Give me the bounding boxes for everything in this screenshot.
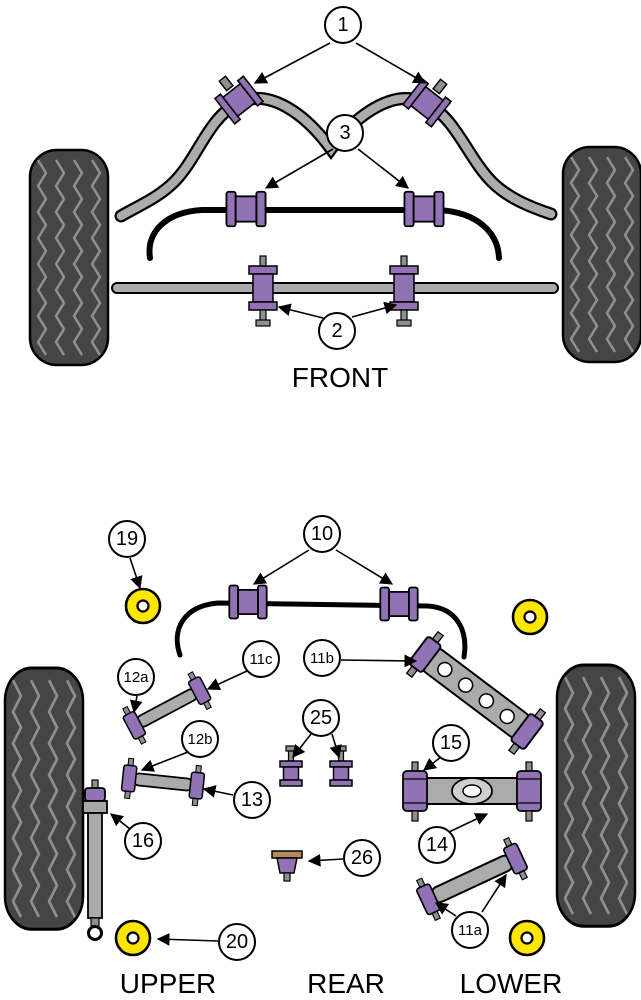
callout-10: 10 [303, 515, 341, 553]
front-endlink-left [248, 255, 278, 327]
callout-2: 2 [318, 312, 356, 350]
shock-absorber [82, 779, 108, 941]
rear-arb-bushing-right [379, 586, 419, 622]
callout-11a: 11a [451, 911, 489, 949]
callout-14: 14 [418, 826, 456, 864]
callout-20: 20 [218, 923, 256, 961]
front-lower-bar [146, 207, 502, 261]
callout-12b: 12b [181, 720, 219, 758]
small-bushing-25-right [329, 745, 353, 787]
front-endlink-right [389, 255, 419, 327]
callout-15: 15 [432, 724, 470, 762]
front-section-label: FRONT [291, 362, 389, 393]
rear-toe-arm-upper [118, 669, 216, 747]
callout-3: 3 [326, 114, 364, 152]
front-arb-bushing-right [401, 78, 453, 128]
callout-11c: 11c [242, 640, 280, 678]
yellow-bushing-lower-left [114, 919, 152, 957]
callout-11b: 11b [303, 639, 341, 677]
callout-16: 16 [124, 822, 162, 860]
front-bar-bushing-left [225, 190, 267, 228]
rear-right-tire [555, 663, 637, 928]
yellow-bushing-upper-right [511, 598, 549, 636]
callout-arrows [109, 42, 507, 946]
front-arb-bushing-left [213, 75, 265, 125]
yellow-bushing-upper-left [124, 587, 162, 625]
rear-diff-mount [402, 761, 542, 822]
callout-12a: 12a [117, 658, 155, 696]
upper-section-label: UPPER [119, 968, 217, 999]
callout-19: 19 [108, 520, 146, 558]
rear-upper-arm [401, 627, 551, 759]
callout-1: 1 [324, 6, 362, 44]
rear-arb-bushing-left [228, 584, 268, 620]
rear-section-label: REAR [307, 968, 385, 999]
yellow-bushing-lower-right [508, 919, 546, 957]
callout-13: 13 [233, 781, 271, 819]
rear-lower-arm [411, 834, 533, 924]
front-right-tire [561, 145, 641, 364]
small-bushing-25-left [279, 745, 303, 787]
rear-left-tire [3, 666, 85, 931]
front-left-tire [28, 148, 110, 367]
rear-antiroll-bar [174, 600, 468, 660]
rear-toe-arm-lower [119, 757, 207, 807]
lower-section-label: LOWER [459, 968, 563, 999]
callout-25: 25 [302, 699, 340, 737]
front-antiroll-bar [114, 92, 558, 223]
callout-26: 26 [343, 839, 381, 877]
front-bar-bushing-right [403, 190, 445, 228]
small-mount-26 [271, 850, 303, 882]
